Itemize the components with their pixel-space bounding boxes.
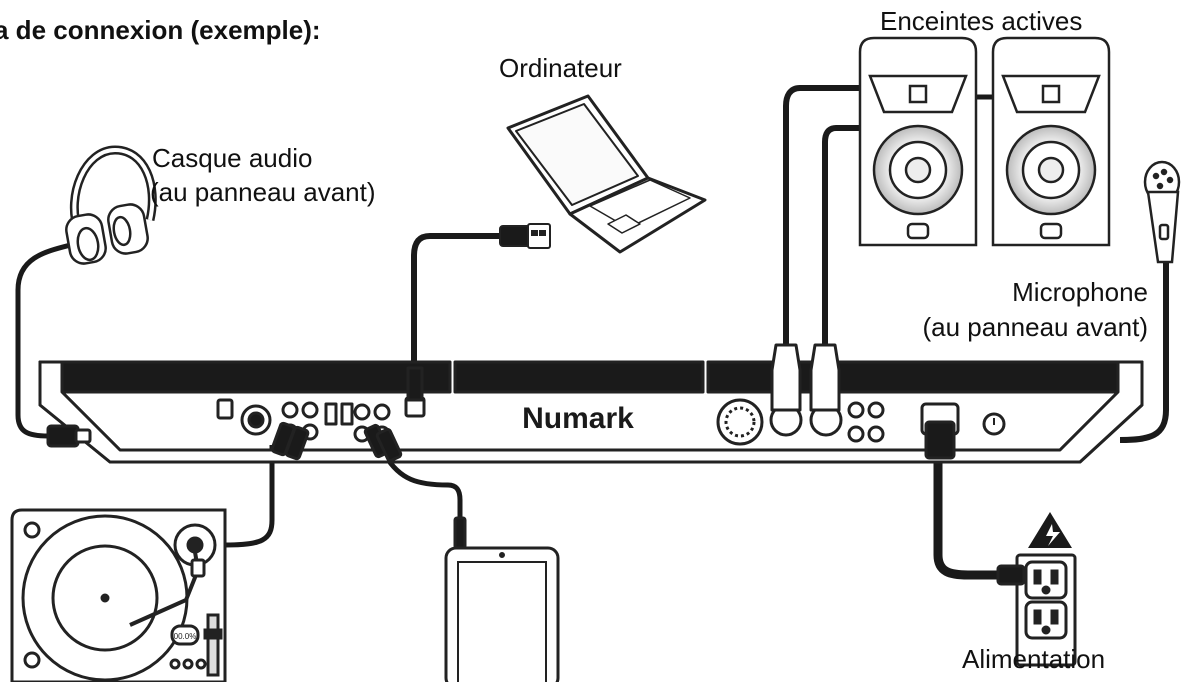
power-outlet-icon xyxy=(996,553,1077,667)
speaker-cable-right xyxy=(822,125,860,345)
laptop-icon xyxy=(506,94,707,254)
microphone-sublabel: (au panneau avant) xyxy=(922,312,1148,342)
tablet-cable xyxy=(382,453,463,518)
brand-logo: Numark xyxy=(522,402,634,435)
speakers-label: Enceintes actives xyxy=(880,6,1083,36)
microphone-label: Microphone xyxy=(1012,277,1148,307)
headphones-icon xyxy=(65,145,157,265)
usb-plug-icon xyxy=(499,223,551,249)
controller-rear-panel: Numark xyxy=(38,343,1144,464)
headphone-cable xyxy=(15,237,89,439)
usb-cable xyxy=(411,233,505,372)
power-label: Alimentation xyxy=(962,644,1106,674)
headphones-sublabel: (au panneau avant) xyxy=(150,177,376,207)
power-cable xyxy=(933,455,1000,580)
turntable-icon: 00.0% xyxy=(10,508,227,682)
computer-label: Ordinateur xyxy=(499,53,622,83)
tablet-icon xyxy=(444,516,560,682)
high-voltage-warning-icon xyxy=(1028,512,1072,548)
microphone-cable xyxy=(1119,262,1169,443)
speaker-cable-left xyxy=(783,85,860,345)
microphone-icon xyxy=(1143,160,1181,264)
speaker-icon xyxy=(858,36,978,247)
turntable-cable xyxy=(224,445,275,548)
diagram-title: a de connexion (exemple): xyxy=(0,15,321,45)
turntable-pitch-display: 00.0% xyxy=(174,632,197,641)
speaker-icon xyxy=(991,36,1111,247)
headphones-label: Casque audio xyxy=(152,143,313,173)
